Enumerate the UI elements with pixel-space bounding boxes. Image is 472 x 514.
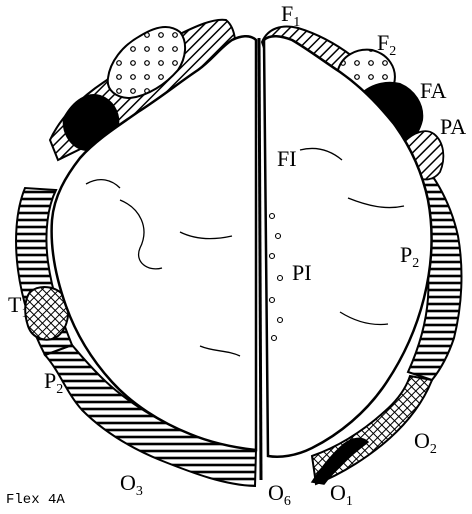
label-o6: O6 [268, 480, 291, 509]
label-pi: PI [292, 260, 312, 285]
figure-caption: Flex 4A [6, 492, 65, 508]
label-fa: FA [420, 78, 447, 103]
label-f1: F1 [281, 1, 300, 30]
label-pa: PA [440, 114, 466, 139]
label-o1: O1 [330, 480, 353, 509]
label-fi: FI [277, 146, 297, 171]
label-o2: O2 [414, 428, 437, 457]
label-o3: O3 [120, 470, 143, 499]
left-hemisphere [16, 20, 256, 486]
label-f2: F2 [377, 30, 396, 59]
